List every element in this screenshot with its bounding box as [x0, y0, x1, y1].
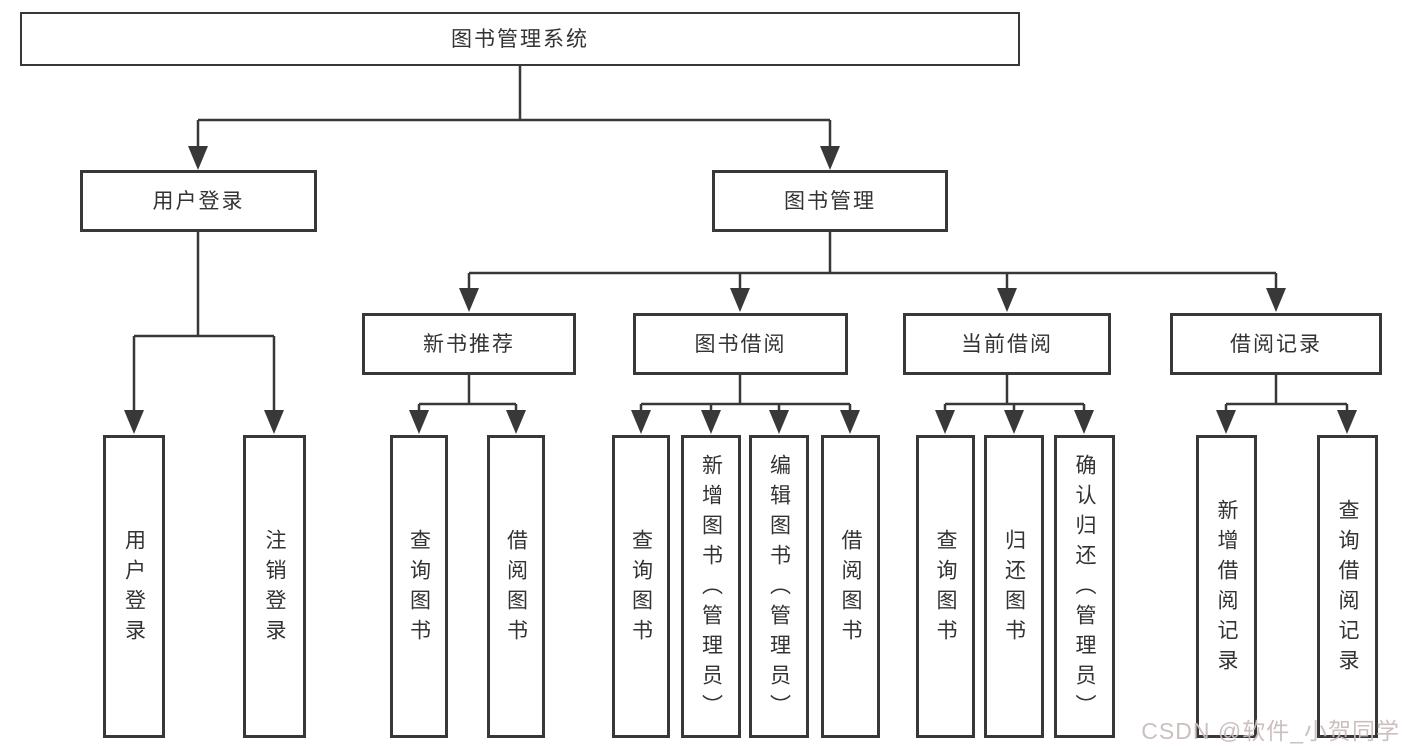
- arrow-to-leaf-user-login: [124, 410, 144, 434]
- arrow-to-user-login: [188, 146, 208, 170]
- arrow-to-book-management: [820, 146, 840, 170]
- leaf-confirm-return-admin: 确认归还（管理员）: [1054, 435, 1115, 738]
- arrow-to-current-borrow: [997, 288, 1017, 312]
- csdn-watermark: CSDN @软件_小贺同学: [1141, 718, 1400, 744]
- arrow-to-leaf-return-book: [1004, 410, 1024, 434]
- connector-new-book-branch: [417, 375, 518, 412]
- arrow-to-leaf-borrow-book-2: [840, 410, 860, 434]
- arrow-to-leaf-add-record: [1216, 410, 1236, 434]
- connector-book-borrow-branch: [639, 375, 852, 412]
- connector-root-branch: [196, 66, 832, 148]
- leaf-query-book-3: 查询图书: [916, 435, 975, 738]
- arrow-to-leaf-add-book: [701, 410, 721, 434]
- leaf-borrow-book-2: 借阅图书: [821, 435, 880, 738]
- node-user-login: 用户登录: [80, 170, 317, 232]
- leaf-add-book-admin: 新增图书（管理员）: [681, 435, 741, 738]
- node-book-management: 图书管理: [712, 170, 948, 232]
- connector-user-login-branch: [132, 232, 276, 412]
- leaf-query-book-2: 查询图书: [612, 435, 670, 738]
- node-borrow-record: 借阅记录: [1170, 313, 1382, 375]
- arrow-to-leaf-query-record: [1337, 410, 1357, 434]
- arrow-to-leaf-borrow-book-1: [506, 410, 526, 434]
- arrow-to-leaf-edit-book: [769, 410, 789, 434]
- node-book-borrow: 图书借阅: [633, 313, 848, 375]
- connector-current-borrow-branch: [943, 375, 1086, 412]
- arrow-to-leaf-query-book-1: [409, 410, 429, 434]
- leaf-edit-book-admin: 编辑图书（管理员）: [749, 435, 809, 738]
- node-root-system: 图书管理系统: [20, 12, 1020, 66]
- arrow-to-leaf-logout: [264, 410, 284, 434]
- arrow-to-leaf-confirm-return: [1074, 410, 1094, 434]
- connector-borrow-record-branch: [1224, 375, 1349, 412]
- node-new-book-recommend: 新书推荐: [362, 313, 576, 375]
- leaf-query-book-1: 查询图书: [390, 435, 448, 738]
- node-current-borrow: 当前借阅: [903, 313, 1111, 375]
- arrow-to-book-borrow: [730, 288, 750, 312]
- arrow-to-leaf-query-book-2: [631, 410, 651, 434]
- leaf-logout: 注销登录: [243, 435, 306, 738]
- leaf-query-borrow-record: 查询借阅记录: [1317, 435, 1378, 738]
- arrow-to-leaf-query-book-3: [935, 410, 955, 434]
- leaf-return-book: 归还图书: [984, 435, 1044, 738]
- leaf-borrow-book-1: 借阅图书: [487, 435, 545, 738]
- arrow-to-new-book-recommend: [459, 288, 479, 312]
- leaf-add-borrow-record: 新增借阅记录: [1196, 435, 1257, 738]
- leaf-user-login: 用户登录: [103, 435, 165, 738]
- arrow-to-borrow-record: [1266, 288, 1286, 312]
- connector-book-management-branch: [467, 232, 1278, 290]
